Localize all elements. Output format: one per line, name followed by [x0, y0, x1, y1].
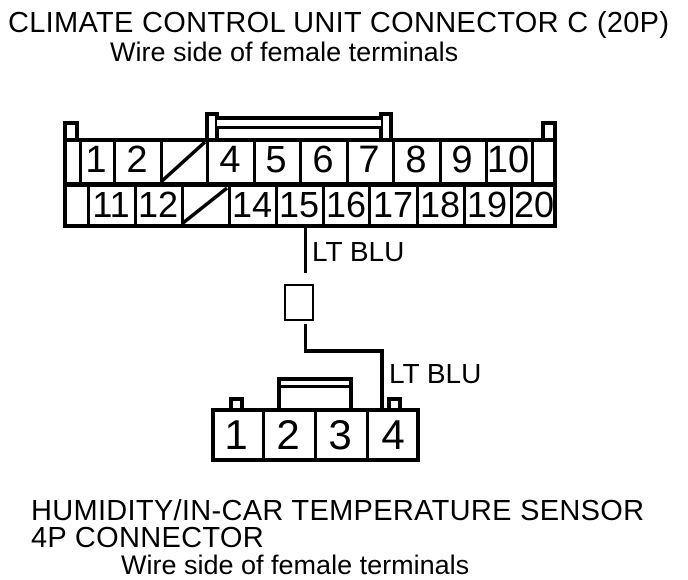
cell-line	[299, 142, 302, 182]
connector-4p-lock-tab	[277, 377, 353, 408]
cell-line	[463, 187, 466, 224]
cell-line	[160, 142, 163, 182]
footer-title-line2: 4P CONNECTOR	[31, 522, 264, 554]
cell-line	[87, 187, 90, 224]
cell-line	[510, 187, 513, 224]
pin-cell-1: 1	[85, 139, 107, 181]
cell-line	[134, 187, 137, 224]
pin-cell-20: 20	[513, 184, 555, 225]
pin-cell-18: 18	[419, 184, 461, 225]
connector-20p-row-divider	[67, 182, 553, 187]
no-pin-slash-13	[182, 187, 228, 224]
cell-line	[206, 142, 209, 182]
wire-segment-to-pin4	[380, 349, 384, 408]
cell-line	[322, 187, 325, 224]
cell-line	[262, 412, 265, 458]
connector-20p-lock-post-right	[379, 112, 393, 142]
pin-cell-8: 8	[405, 139, 427, 181]
cell-line	[368, 187, 371, 224]
cell-line	[485, 142, 488, 182]
pin-cell-15: 15	[278, 184, 320, 225]
connector-4p-lock-tab-line	[281, 385, 349, 388]
cell-line	[275, 187, 278, 224]
cell-line	[392, 142, 395, 182]
connector-20p-left-corner-tab	[63, 121, 79, 142]
pin-cell-6: 6	[312, 139, 334, 181]
pin4-cell-2: 2	[276, 411, 300, 458]
pin4-cell-4: 4	[381, 411, 405, 458]
cell-line	[416, 187, 419, 224]
cell-line	[439, 142, 442, 182]
pin-cell-4: 4	[219, 139, 241, 181]
connector-20p-lock-rail	[217, 116, 381, 129]
page-title: CLIMATE CONTROL UNIT CONNECTOR C (20P)	[8, 7, 670, 39]
pin-cell-12: 12	[137, 184, 179, 225]
no-pin-slash-3	[161, 141, 206, 182]
cell-line	[253, 142, 256, 182]
pin-cell-19: 19	[466, 184, 508, 225]
pin-cell-5: 5	[265, 139, 287, 181]
cell-line	[346, 142, 349, 182]
pin-cell-16: 16	[325, 184, 367, 225]
splice-symbol	[284, 284, 314, 321]
footer-subtitle: Wire side of female terminals	[121, 550, 470, 580]
cell-line	[366, 412, 369, 458]
pin-cell-9: 9	[451, 139, 473, 181]
connector-20p-right-corner-tab	[541, 121, 557, 142]
wire-color-label-upper: LT BLU	[312, 236, 405, 267]
pin4-cell-3: 3	[328, 411, 352, 458]
wire-segment-from-pin15	[304, 228, 307, 273]
pin-cell-17: 17	[372, 184, 414, 225]
wire-color-label-lower: LT BLU	[389, 358, 482, 389]
pin4-cell-1: 1	[224, 411, 248, 458]
cell-line	[181, 187, 184, 224]
pin-cell-10: 10	[486, 139, 530, 181]
pin-cell-11: 11	[92, 184, 130, 225]
wire-segment-horizontal	[304, 349, 384, 353]
cell-line	[113, 142, 116, 182]
cell-line	[314, 412, 317, 458]
cell-line	[228, 187, 231, 224]
page-subtitle: Wire side of female terminals	[110, 37, 459, 67]
pin-cell-7: 7	[358, 139, 380, 181]
cell-line	[531, 142, 534, 182]
footer-title-line1: HUMIDITY/IN-CAR TEMPERATURE SENSOR	[31, 495, 645, 527]
wire-segment-below-splice	[304, 324, 307, 352]
cell-line	[79, 142, 82, 182]
connector-4p-left-lug	[229, 397, 244, 408]
pin-cell-14: 14	[231, 184, 273, 225]
pin-cell-2: 2	[126, 139, 148, 181]
connector-4p-right-lug	[387, 397, 402, 408]
